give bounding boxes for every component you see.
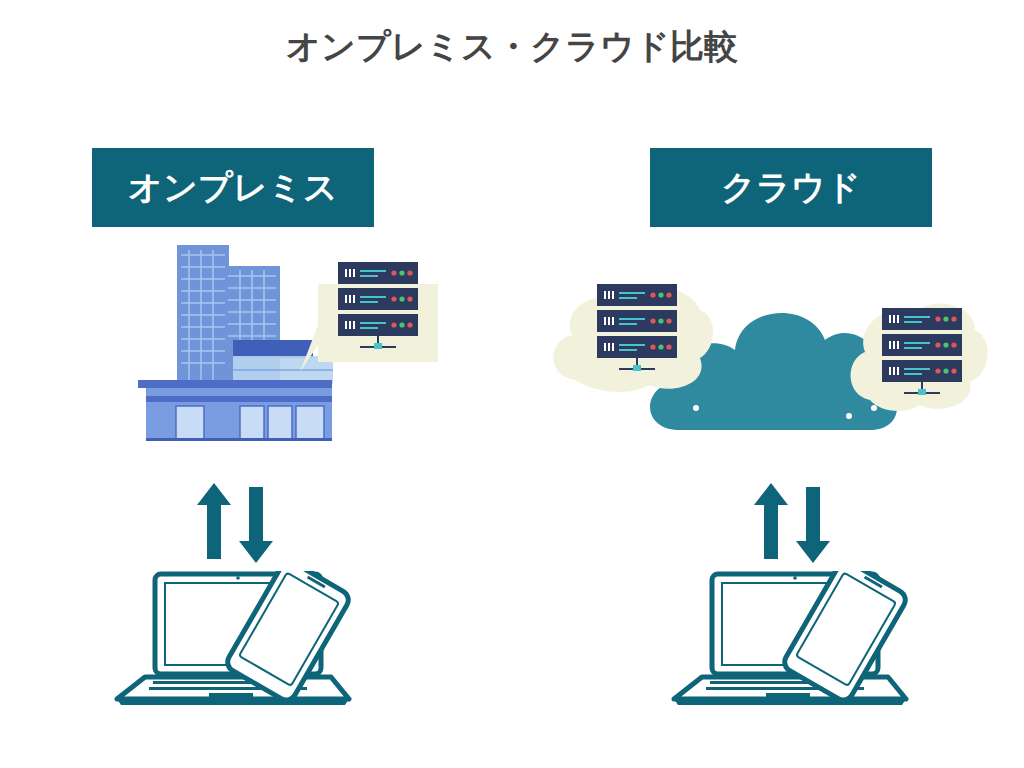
laptop-phone <box>117 558 352 705</box>
two-way-arrow <box>754 483 830 563</box>
laptop-phone <box>674 558 909 705</box>
heading-box: オンプレミス <box>92 148 374 227</box>
heading-text: オンプレミス <box>128 165 338 211</box>
office-building <box>138 245 333 441</box>
cloud-shape <box>553 284 987 430</box>
heading-box: クラウド <box>650 148 932 227</box>
diagram-title: オンプレミス・クラウド比較 <box>0 24 1024 70</box>
heading-text: クラウド <box>721 165 861 211</box>
server-callout <box>300 262 438 372</box>
two-way-arrow <box>197 483 273 563</box>
